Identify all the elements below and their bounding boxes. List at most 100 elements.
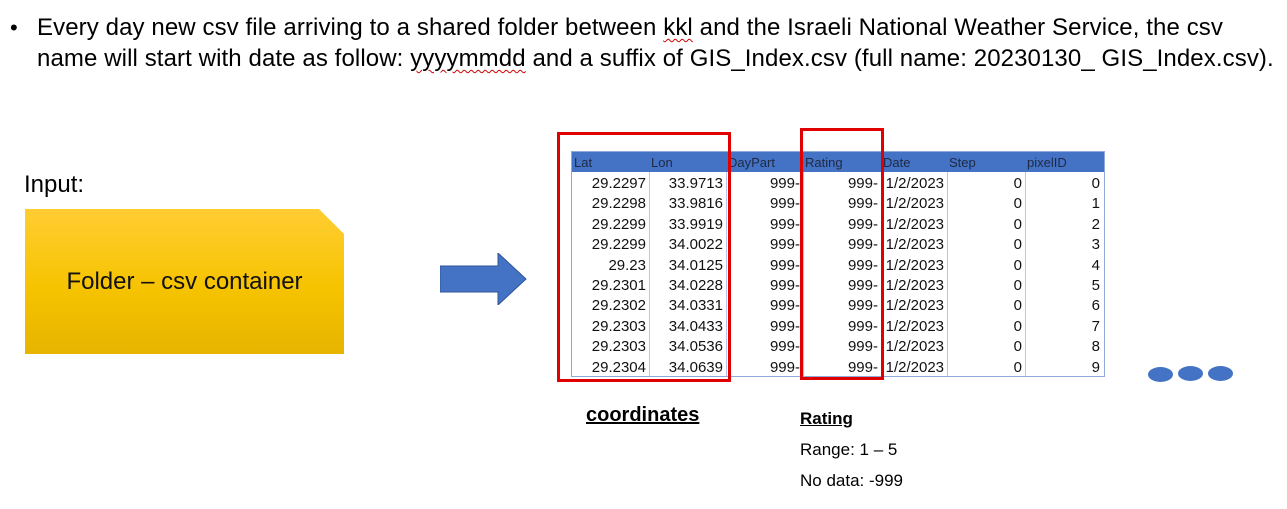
header-lat: Lat bbox=[574, 155, 593, 170]
rating-range: Range: 1 – 5 bbox=[800, 440, 898, 459]
cell-daypart: 999- bbox=[769, 256, 800, 274]
cell-pixelid: 3 bbox=[1091, 236, 1100, 254]
cell-step: 0 bbox=[1013, 317, 1022, 335]
input-label: Input: bbox=[24, 171, 85, 198]
coordinates-label: coordinates bbox=[586, 404, 700, 426]
cell-lat: 29.23 bbox=[608, 256, 646, 274]
ellipsis-dot bbox=[1208, 366, 1233, 381]
cell-daypart: 999- bbox=[769, 277, 800, 294]
cell-daypart: 999- bbox=[769, 195, 800, 213]
cell-step: 0 bbox=[1013, 277, 1022, 294]
cell-step: 0 bbox=[1013, 175, 1022, 192]
cell-lat: 29.2299 bbox=[591, 236, 646, 254]
rating-nodata: No data: -999 bbox=[800, 471, 904, 490]
cell-daypart: 999- bbox=[769, 297, 800, 315]
cell-lon: 34.0228 bbox=[668, 277, 723, 294]
cell-lat: 29.2303 bbox=[591, 317, 646, 335]
cell-rating: 999- bbox=[847, 338, 878, 356]
cell-daypart: 999- bbox=[769, 236, 800, 254]
cell-daypart: 999- bbox=[769, 338, 800, 356]
cell-step: 0 bbox=[1013, 358, 1022, 376]
cell-date: 1/2/2023 bbox=[885, 175, 944, 192]
cell-pixelid: 8 bbox=[1091, 338, 1100, 356]
cell-daypart: 999- bbox=[769, 317, 800, 335]
bullet-text-part2: and the Israeli National Weather Service… bbox=[37, 14, 1224, 72]
header-lon: Lon bbox=[651, 155, 673, 170]
cell-step: 0 bbox=[1013, 297, 1022, 315]
column-divider bbox=[803, 172, 804, 376]
rating-highlight-box bbox=[800, 128, 884, 380]
cell-rating: 999- bbox=[847, 175, 878, 192]
bullet-symbol: • bbox=[10, 15, 18, 40]
cell-pixelid: 9 bbox=[1091, 358, 1100, 376]
column-divider bbox=[726, 172, 727, 376]
folder-shape bbox=[25, 209, 344, 354]
cell-pixelid: 5 bbox=[1091, 277, 1100, 294]
cell-lon: 34.0331 bbox=[668, 297, 723, 315]
cell-lat: 29.2298 bbox=[591, 195, 646, 213]
cell-date: 1/2/2023 bbox=[885, 338, 944, 356]
header-step: Step bbox=[949, 155, 976, 170]
cell-step: 0 bbox=[1013, 256, 1022, 274]
cell-lat: 29.2297 bbox=[591, 175, 646, 192]
table-row: 29.2299 33.9919 999- 999- 1/2/2023 0 2 bbox=[572, 214, 1104, 234]
cell-step: 0 bbox=[1013, 195, 1022, 213]
rating-title: Rating bbox=[800, 409, 853, 428]
cell-step: 0 bbox=[1013, 236, 1022, 254]
folder-label: Folder – csv container bbox=[66, 267, 303, 295]
column-divider bbox=[649, 172, 650, 376]
cell-daypart: 999- bbox=[769, 215, 800, 233]
cell-lat: 29.2301 bbox=[591, 277, 646, 294]
cell-lat: 29.2304 bbox=[591, 358, 646, 376]
bullet-kkl: kkl bbox=[663, 14, 693, 41]
table-row: 29.2303 34.0433 999- 999- 1/2/2023 0 7 bbox=[572, 316, 1104, 336]
csv-table: Lat Lon DayPart Rating Date Step pixelID… bbox=[571, 151, 1105, 377]
cell-pixelid: 4 bbox=[1091, 256, 1100, 274]
cell-rating: 999- bbox=[847, 358, 878, 376]
cell-lon: 33.9919 bbox=[668, 215, 723, 233]
header-rating: Rating bbox=[805, 155, 843, 170]
bullet-format: yyyymmdd bbox=[410, 45, 526, 72]
header-date: Date bbox=[883, 155, 911, 170]
cell-date: 1/2/2023 bbox=[885, 358, 944, 376]
cell-pixelid: 0 bbox=[1091, 175, 1100, 192]
ellipsis-dot bbox=[1178, 366, 1203, 381]
cell-lon: 33.9713 bbox=[668, 175, 723, 192]
cell-pixelid: 2 bbox=[1091, 215, 1100, 233]
cell-lon: 34.0536 bbox=[668, 338, 723, 356]
cell-date: 1/2/2023 bbox=[885, 256, 944, 274]
cell-date: 1/2/2023 bbox=[885, 236, 944, 254]
cell-lon: 33.9816 bbox=[668, 195, 723, 213]
cell-date: 1/2/2023 bbox=[885, 215, 944, 233]
cell-date: 1/2/2023 bbox=[885, 317, 944, 335]
cell-rating: 999- bbox=[847, 317, 878, 335]
cell-step: 0 bbox=[1013, 215, 1022, 233]
cell-rating: 999- bbox=[847, 256, 878, 274]
cell-daypart: 999- bbox=[769, 358, 800, 376]
table-row: 29.2304 34.0639 999- 999- 1/2/2023 0 9 bbox=[572, 357, 1104, 377]
header-daypart: DayPart bbox=[728, 155, 775, 170]
cell-pixelid: 6 bbox=[1091, 297, 1100, 315]
header-pixelid: pixelID bbox=[1027, 155, 1067, 170]
bullet-text: Every day new csv file arriving to a sha… bbox=[37, 12, 1282, 74]
cell-daypart: 999- bbox=[769, 175, 800, 192]
table-row: 29.2299 34.0022 999- 999- 1/2/2023 0 3 bbox=[572, 234, 1104, 254]
cell-rating: 999- bbox=[847, 236, 878, 254]
table-header: Lat Lon DayPart Rating Date Step pixelID bbox=[572, 152, 1104, 172]
cell-step: 0 bbox=[1013, 338, 1022, 356]
cell-date: 1/2/2023 bbox=[885, 195, 944, 213]
cell-lat: 29.2302 bbox=[591, 297, 646, 315]
cell-pixelid: 7 bbox=[1091, 317, 1100, 335]
cell-lat: 29.2299 bbox=[591, 215, 646, 233]
cell-lon: 34.0022 bbox=[668, 236, 723, 254]
cell-lon: 34.0433 bbox=[668, 317, 723, 335]
coordinates-highlight-box bbox=[557, 132, 731, 382]
right-arrow-icon bbox=[440, 253, 527, 305]
ellipsis-dot bbox=[1148, 367, 1173, 382]
cell-lon: 34.0639 bbox=[668, 358, 723, 376]
cell-rating: 999- bbox=[847, 215, 878, 233]
